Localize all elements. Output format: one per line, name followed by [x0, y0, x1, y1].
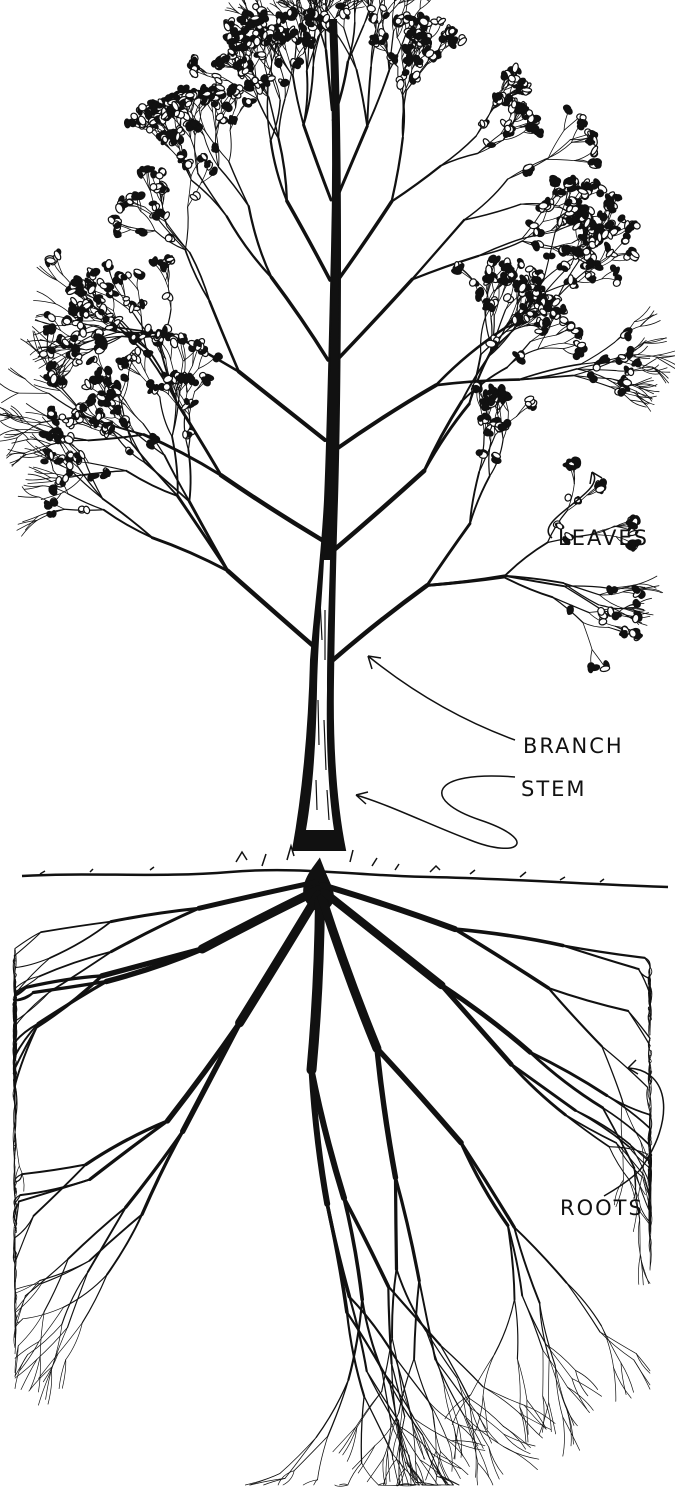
- roots: [13, 872, 652, 1486]
- leaves-icon: [38, 3, 646, 673]
- stem-arrow-icon: [356, 776, 517, 848]
- label-branch: BRANCH: [523, 734, 624, 758]
- label-stem: STEM: [521, 777, 587, 801]
- ground-line: [22, 870, 668, 887]
- label-leaves: LEAVES: [558, 526, 649, 550]
- label-roots: ROOTS: [560, 1196, 644, 1220]
- branch-arrow-icon: [368, 656, 515, 740]
